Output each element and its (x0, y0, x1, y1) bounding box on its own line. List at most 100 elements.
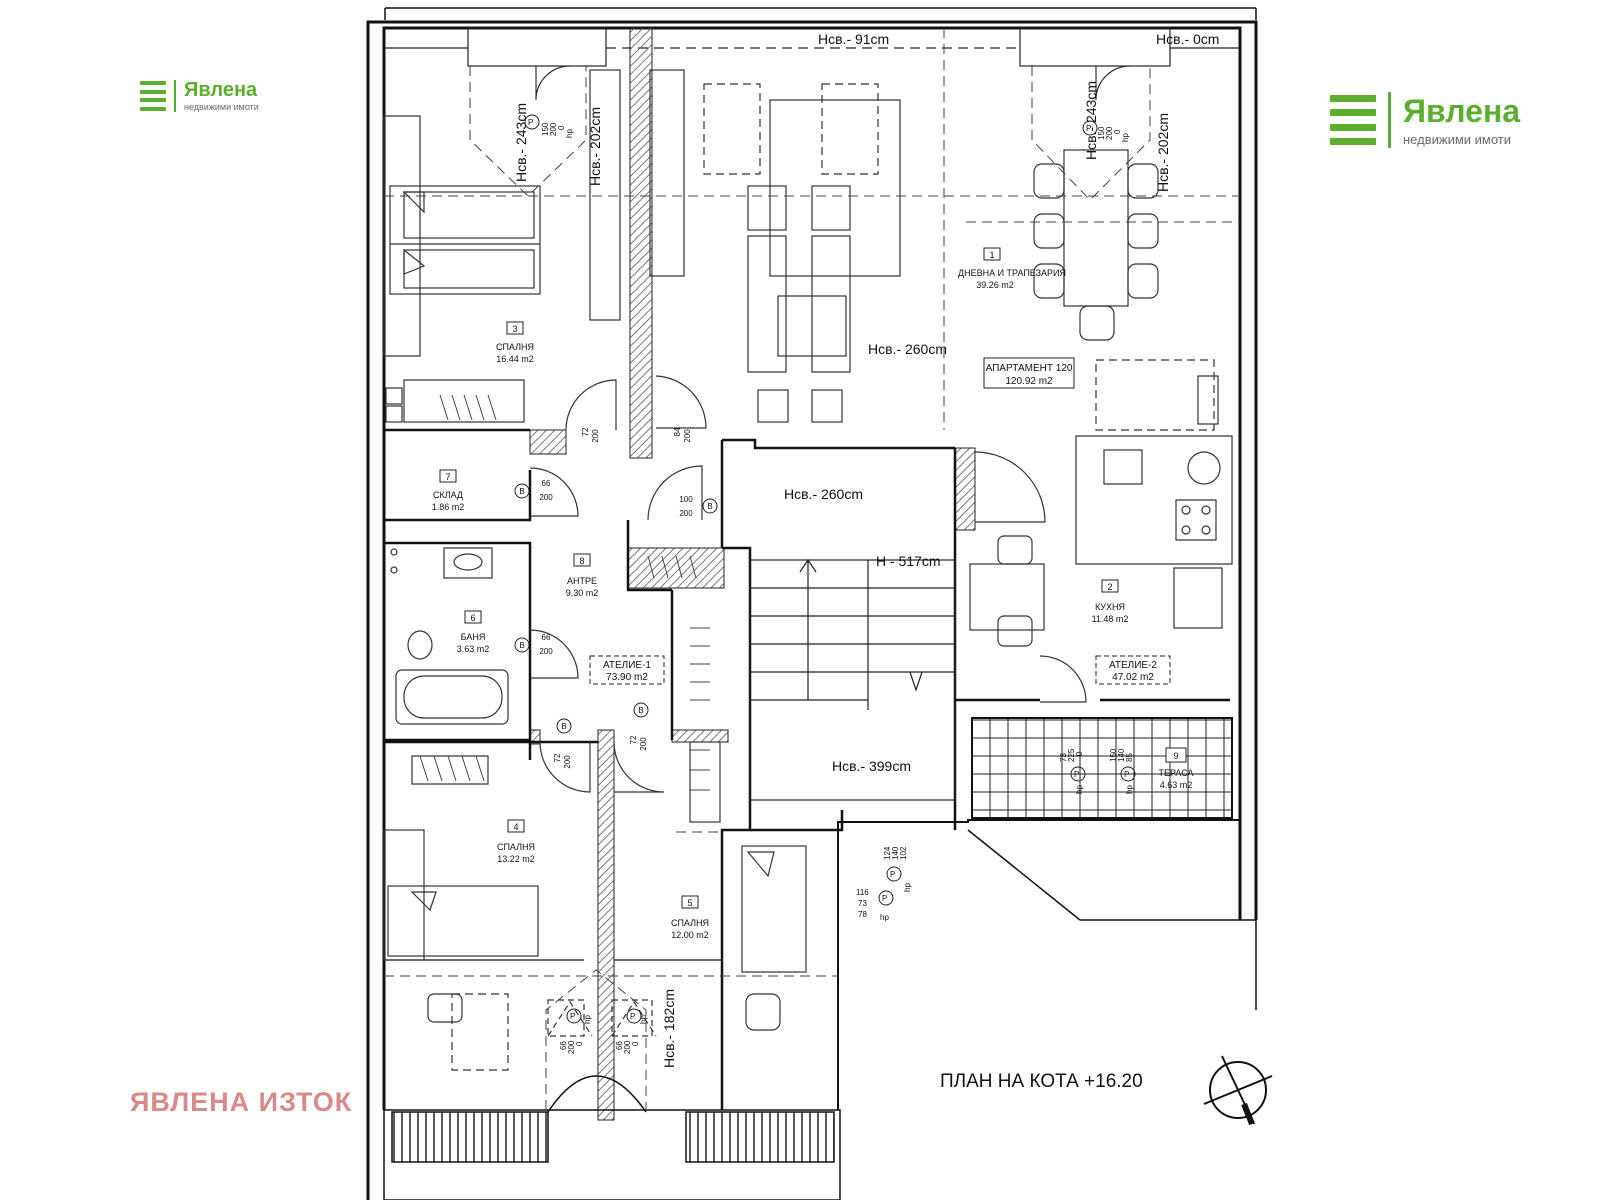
svg-text:2: 2 (1107, 582, 1112, 592)
room-2-label: 2 КУХНЯ 11.48 m2 (1092, 579, 1129, 624)
svg-text:4: 4 (513, 822, 518, 832)
kitchen-2-furniture (969, 359, 1233, 647)
svg-text:200: 200 (1105, 126, 1114, 140)
svg-text:P: P (1086, 124, 1091, 133)
svg-text:P: P (630, 1012, 635, 1021)
brand-subtitle: недвижими имоти (184, 102, 259, 112)
door-tag: B 72 200 (553, 718, 572, 769)
door-tags: B 66 200 B 66 200 B 100 200 B 72 200 B 7… (514, 427, 718, 769)
svg-text:9.30 m2: 9.30 m2 (566, 588, 599, 598)
svg-text:P: P (890, 870, 895, 879)
svg-text:P: P (1124, 770, 1129, 779)
atelier-2-tag: АТЕЛИЕ-2 47.02 m2 (1095, 655, 1171, 685)
bedrooms-4-5-furniture (383, 741, 807, 1071)
svg-text:150: 150 (1109, 748, 1118, 762)
height-label: Нсв.- 0cm (1156, 31, 1219, 47)
window-tag: P 150 140 85 hp (1109, 748, 1136, 794)
door-dim: 72 200 84 200 (581, 427, 692, 443)
room-3-label: 3 СПАЛНЯ 16.44 m2 (496, 321, 534, 364)
window-tag: P 73 225 0 hp (1059, 748, 1086, 794)
svg-text:6: 6 (470, 613, 475, 623)
apartment-tag: АПАРТАМЕНТ 120 120.92 m2 (983, 357, 1075, 389)
room-7-label: 7 СКЛАД 1.86 m2 (432, 469, 464, 512)
svg-text:0: 0 (1075, 751, 1084, 756)
svg-text:БАНЯ: БАНЯ (461, 632, 486, 642)
room-1-label: 1 ДНЕВНА И ТРАПЕЗАРИЯ 39.26 m2 (958, 247, 1066, 290)
brand-logo: Явлена недвижими имоти (140, 80, 259, 112)
height-label: Нсв.- 202cm (587, 107, 603, 186)
svg-text:66: 66 (559, 1041, 568, 1050)
svg-text:200: 200 (683, 429, 692, 443)
brand-name: Явлена (1403, 92, 1521, 129)
room-9-label: 9 ТЕРАСА 4.63 m2 (1158, 747, 1194, 790)
svg-text:0: 0 (575, 1041, 584, 1046)
svg-text:84: 84 (673, 427, 682, 436)
brand-subtitle: недвижими имоти (1403, 131, 1512, 147)
svg-text:39.26 m2: 39.26 m2 (976, 280, 1014, 290)
door-tag: B 66 200 (514, 633, 553, 656)
structural-walls (529, 27, 976, 1121)
svg-text:hp: hp (583, 1015, 592, 1024)
height-label: H - 517cm (876, 553, 941, 569)
brand-logo: Явлена недвижими имоти (1330, 92, 1520, 148)
window-tag: P 116 73 78 hp (856, 888, 894, 922)
height-label: Нсв.- 182cm (661, 989, 677, 1068)
svg-text:102: 102 (899, 846, 908, 860)
svg-text:11.48 m2: 11.48 m2 (1092, 614, 1129, 624)
svg-text:8: 8 (579, 556, 584, 566)
svg-text:66: 66 (615, 1041, 624, 1050)
top-window-strip (384, 27, 1240, 67)
staircase (749, 558, 956, 801)
svg-text:47.02 m2: 47.02 m2 (1112, 672, 1154, 683)
svg-text:116: 116 (856, 888, 869, 897)
height-label: Нсв.- 243cm (513, 103, 529, 182)
height-label: Нсв.- 260cm (868, 341, 947, 357)
svg-text:72: 72 (629, 735, 638, 744)
svg-text:0: 0 (557, 125, 566, 130)
svg-text:13.22 m2: 13.22 m2 (497, 854, 535, 864)
logo-mark-icon (140, 81, 166, 111)
height-label: Нсв.- 243cm (1083, 81, 1099, 160)
svg-text:200: 200 (539, 493, 553, 502)
svg-text:85: 85 (1125, 753, 1134, 762)
svg-text:72: 72 (581, 427, 590, 436)
svg-text:hp: hp (880, 913, 889, 922)
svg-text:КУХНЯ: КУХНЯ (1095, 602, 1125, 612)
window-tag: P 66 200 0 hp (615, 1008, 648, 1054)
room-8-label: 8 АНТРЕ 9.30 m2 (566, 553, 599, 598)
logo-mark-icon (1330, 95, 1376, 145)
logo-divider (1388, 92, 1391, 148)
height-label: Нсв.- 202cm (1155, 113, 1171, 192)
door-tag: B 66 200 (514, 479, 553, 502)
svg-text:140: 140 (891, 846, 900, 860)
svg-text:66: 66 (542, 633, 551, 642)
atelier-1-tag: АТЕЛИЕ-1 73.90 m2 (589, 655, 665, 685)
svg-text:120.92 m2: 120.92 m2 (1005, 376, 1053, 387)
height-label: Нсв.- 91cm (818, 31, 889, 47)
svg-text:200: 200 (623, 1040, 632, 1054)
svg-text:hp: hp (1125, 785, 1134, 794)
svg-text:200: 200 (539, 647, 553, 656)
svg-text:5: 5 (687, 898, 692, 908)
svg-text:200: 200 (549, 122, 558, 136)
svg-text:3.63 m2: 3.63 m2 (457, 644, 490, 654)
svg-text:СПАЛНЯ: СПАЛНЯ (671, 918, 709, 928)
svg-text:12.00 m2: 12.00 m2 (671, 930, 709, 940)
north-arrow-icon (1203, 1055, 1273, 1126)
plan-title: ПЛАН НА КОТА +16.20 (940, 1071, 1143, 1092)
svg-text:ТЕРАСА: ТЕРАСА (1158, 768, 1193, 778)
svg-text:B: B (561, 722, 566, 731)
height-label: Нсв.- 260cm (784, 486, 863, 502)
svg-text:АНТРЕ: АНТРЕ (567, 576, 597, 586)
exterior-walls (366, 7, 1258, 1200)
bottom-balcony (383, 1075, 841, 1200)
window-tag: P 66 200 0 hp (559, 1008, 592, 1054)
svg-text:ДНЕВНА И ТРАПЕЗАРИЯ: ДНЕВНА И ТРАПЕЗАРИЯ (958, 268, 1066, 278)
bedroom-3-furniture (383, 69, 685, 423)
svg-text:73: 73 (1059, 753, 1068, 762)
window-tags: P 150 200 0 hp P 150 200 0 hp P 73 225 0… (524, 114, 1136, 1054)
svg-text:АТЕЛИЕ-1: АТЕЛИЕ-1 (603, 660, 651, 671)
svg-text:P: P (570, 1012, 575, 1021)
svg-text:72: 72 (553, 753, 562, 762)
